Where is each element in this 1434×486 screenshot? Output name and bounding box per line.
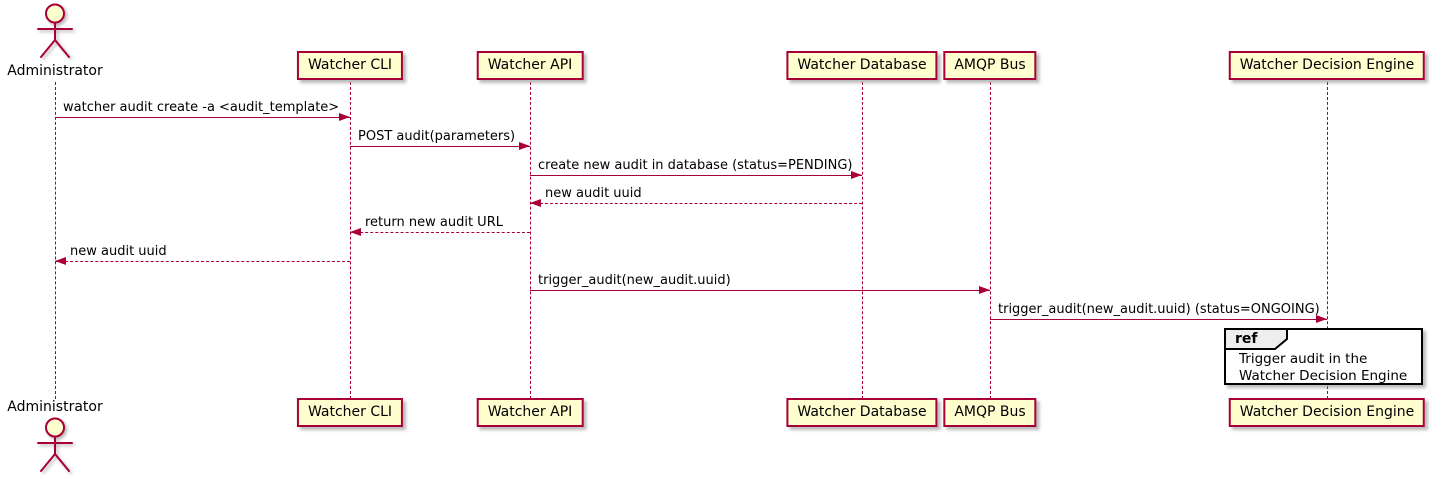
participant-top-administrator: Administrator <box>7 63 103 79</box>
message-line <box>530 290 990 291</box>
ref-body-line: Watcher Decision Engine <box>1239 367 1408 384</box>
message-line <box>350 232 530 233</box>
message-label: trigger_audit(new_audit.uuid) <box>538 273 731 288</box>
ref-fragment: ref Trigger audit in the Watcher Decisio… <box>1224 328 1423 385</box>
message-label: new audit uuid <box>70 244 167 259</box>
participant-top-amqp-bus: AMQP Bus <box>943 51 1037 80</box>
actor-icon <box>29 417 81 477</box>
message-arrowhead-icon <box>55 257 66 265</box>
ref-body-line: Trigger audit in the <box>1239 351 1368 367</box>
participant-bottom-watcher-database: Watcher Database <box>786 398 938 427</box>
message-label: POST audit(parameters) <box>358 129 516 144</box>
message-arrowhead-icon <box>350 228 361 236</box>
participant-top-watcher-decision-engine: Watcher Decision Engine <box>1228 51 1426 80</box>
actor-icon <box>29 3 81 63</box>
message-line <box>530 203 862 204</box>
message-label: create new audit in database (status=PEN… <box>538 158 853 173</box>
message-label: new audit uuid <box>545 186 642 201</box>
lifeline-watcher-cli <box>350 82 351 399</box>
message-line <box>55 117 350 118</box>
message-arrowhead-icon <box>979 286 990 294</box>
message-line <box>350 146 530 147</box>
participant-bottom-administrator: Administrator <box>7 399 103 415</box>
lifeline-watcher-api <box>530 82 531 399</box>
participant-top-watcher-cli: Watcher CLI <box>296 51 404 80</box>
participant-top-watcher-api: Watcher API <box>476 51 584 80</box>
ref-body-text: Trigger audit in the Watcher Decision En… <box>1239 351 1407 384</box>
message-arrowhead-icon <box>339 113 350 121</box>
participant-bottom-watcher-decision-engine: Watcher Decision Engine <box>1228 398 1426 427</box>
ref-tab-icon <box>1224 328 1288 350</box>
message-label: watcher audit create -a <audit_template> <box>63 100 340 115</box>
participant-bottom-watcher-api: Watcher API <box>476 398 584 427</box>
lifeline-administrator <box>55 82 56 399</box>
message-line <box>530 175 862 176</box>
message-arrowhead-icon <box>530 199 541 207</box>
ref-tab-label: ref <box>1235 331 1258 347</box>
message-label: return new audit URL <box>365 215 503 230</box>
lifeline-amqp-bus <box>990 82 991 399</box>
message-arrowhead-icon <box>519 142 530 150</box>
message-line <box>990 319 1327 320</box>
message-arrowhead-icon <box>1316 315 1327 323</box>
message-line <box>55 261 350 262</box>
message-arrowhead-icon <box>851 171 862 179</box>
lifeline-watcher-database <box>862 82 863 399</box>
message-label: trigger_audit(new_audit.uuid) (status=ON… <box>998 302 1320 317</box>
participant-bottom-amqp-bus: AMQP Bus <box>943 398 1037 427</box>
participant-bottom-watcher-cli: Watcher CLI <box>296 398 404 427</box>
participant-top-watcher-database: Watcher Database <box>786 51 938 80</box>
lifeline-watcher-decision-engine <box>1327 82 1328 399</box>
